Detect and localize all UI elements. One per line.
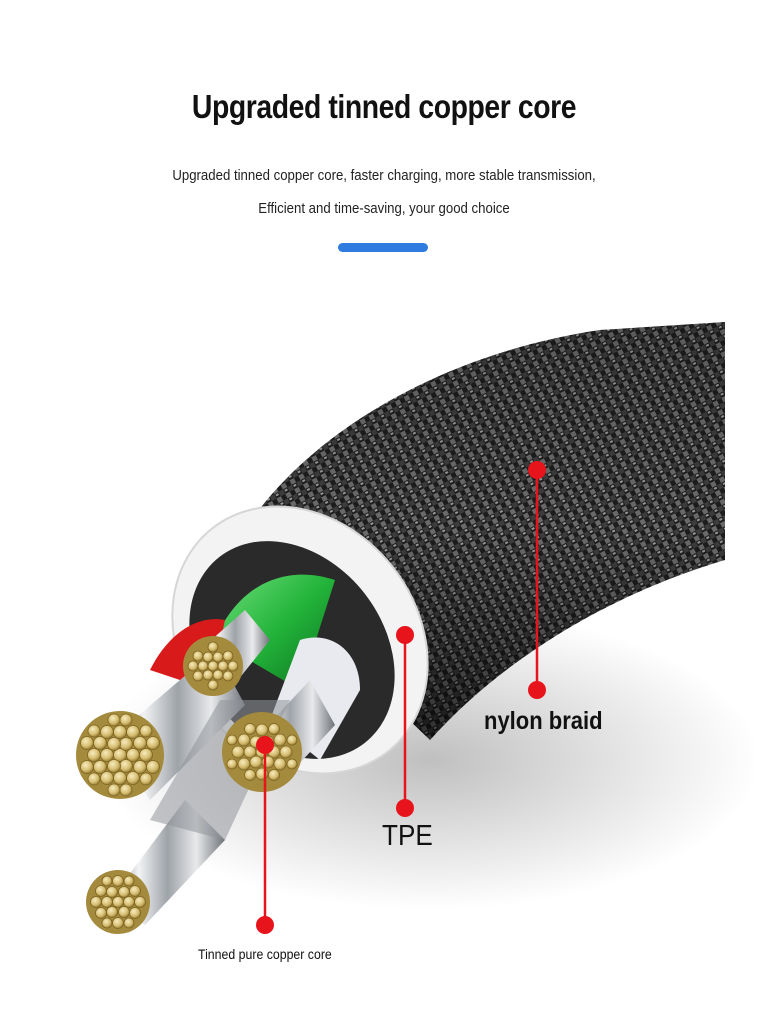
copper-bundle-small [183,636,243,696]
subtitle-line-2: Efficient and time-saving, your good cho… [258,200,510,217]
cable-cross-section-illustration [76,322,760,934]
copper-core-label: Tinned pure copper core [198,946,332,962]
nylon-braid-label: nylon braid [484,707,603,735]
page-title: Upgraded tinned copper core [191,88,577,125]
accent-bar [338,243,428,252]
copper-bundle-bottom [86,870,150,934]
tpe-label: TPE [382,820,433,852]
callout-nylon-braid [528,461,546,699]
callout-copper-core [256,736,274,934]
callout-tpe [396,626,414,817]
copper-bundle-large [76,711,164,799]
subtitle-line-1: Upgraded tinned copper core, faster char… [172,167,596,184]
